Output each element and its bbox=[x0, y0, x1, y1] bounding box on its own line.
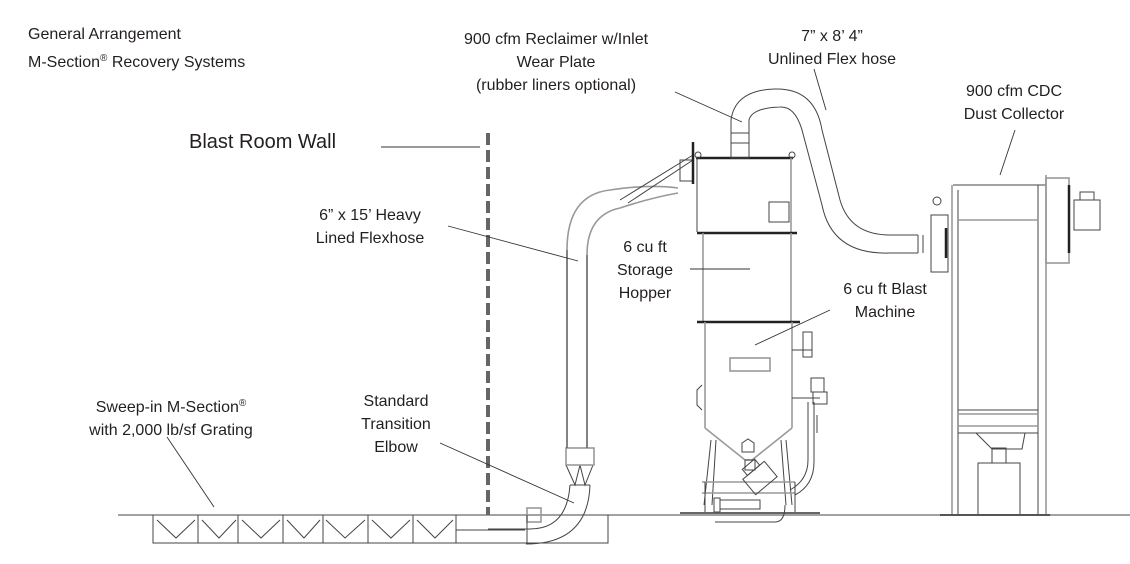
reclaimer-inlet bbox=[619, 142, 695, 204]
blast-room-wall-label: Blast Room Wall bbox=[189, 131, 337, 153]
leader-reclaimer bbox=[674, 91, 743, 123]
blast-machine bbox=[680, 322, 828, 523]
leader-blast-machine bbox=[754, 309, 831, 346]
sweep-in-m-section-label: Sweep-in M-Section® with 2,000 lb/sf Gra… bbox=[89, 398, 253, 440]
blast-machine-label: 6 cu ft Blast Machine bbox=[843, 281, 927, 321]
dust-collector bbox=[930, 175, 1101, 516]
dust-collector-label: 900 cfm CDC Dust Collector bbox=[963, 83, 1065, 123]
unlined-flex-hose-label: 7” x 8’ 4” Unlined Flex hose bbox=[767, 28, 897, 68]
leader-lines bbox=[166, 68, 1016, 508]
title-line-2: M-Section® Recovery Systems bbox=[28, 53, 246, 72]
title-line-1: General Arrangement bbox=[28, 26, 181, 43]
storage-hopper-label: 6 cu ft Storage Hopper bbox=[616, 239, 674, 302]
lined-flexhose-label: 6” x 15’ Heavy Lined Flexhose bbox=[315, 207, 425, 247]
reclaimer bbox=[694, 132, 797, 235]
storage-hopper bbox=[697, 233, 800, 324]
leader-unlined-hose bbox=[813, 68, 827, 111]
leader-dust-collector bbox=[999, 129, 1016, 176]
transition-elbow bbox=[488, 447, 595, 545]
diagram-title: General Arrangement M-Section® Recovery … bbox=[28, 21, 245, 77]
leader-lined-hose bbox=[447, 225, 579, 262]
m-section-grating bbox=[152, 514, 609, 544]
leader-transition-elbow bbox=[439, 442, 575, 504]
reclaimer-label: 900 cfm Reclaimer w/Inlet Wear Plate (ru… bbox=[463, 31, 649, 94]
lined-flexhose bbox=[566, 185, 679, 448]
leader-sweep-in bbox=[166, 436, 215, 508]
unlined-flex-hose bbox=[730, 88, 924, 254]
transition-elbow-label: Standard Transition Elbow bbox=[361, 393, 431, 456]
